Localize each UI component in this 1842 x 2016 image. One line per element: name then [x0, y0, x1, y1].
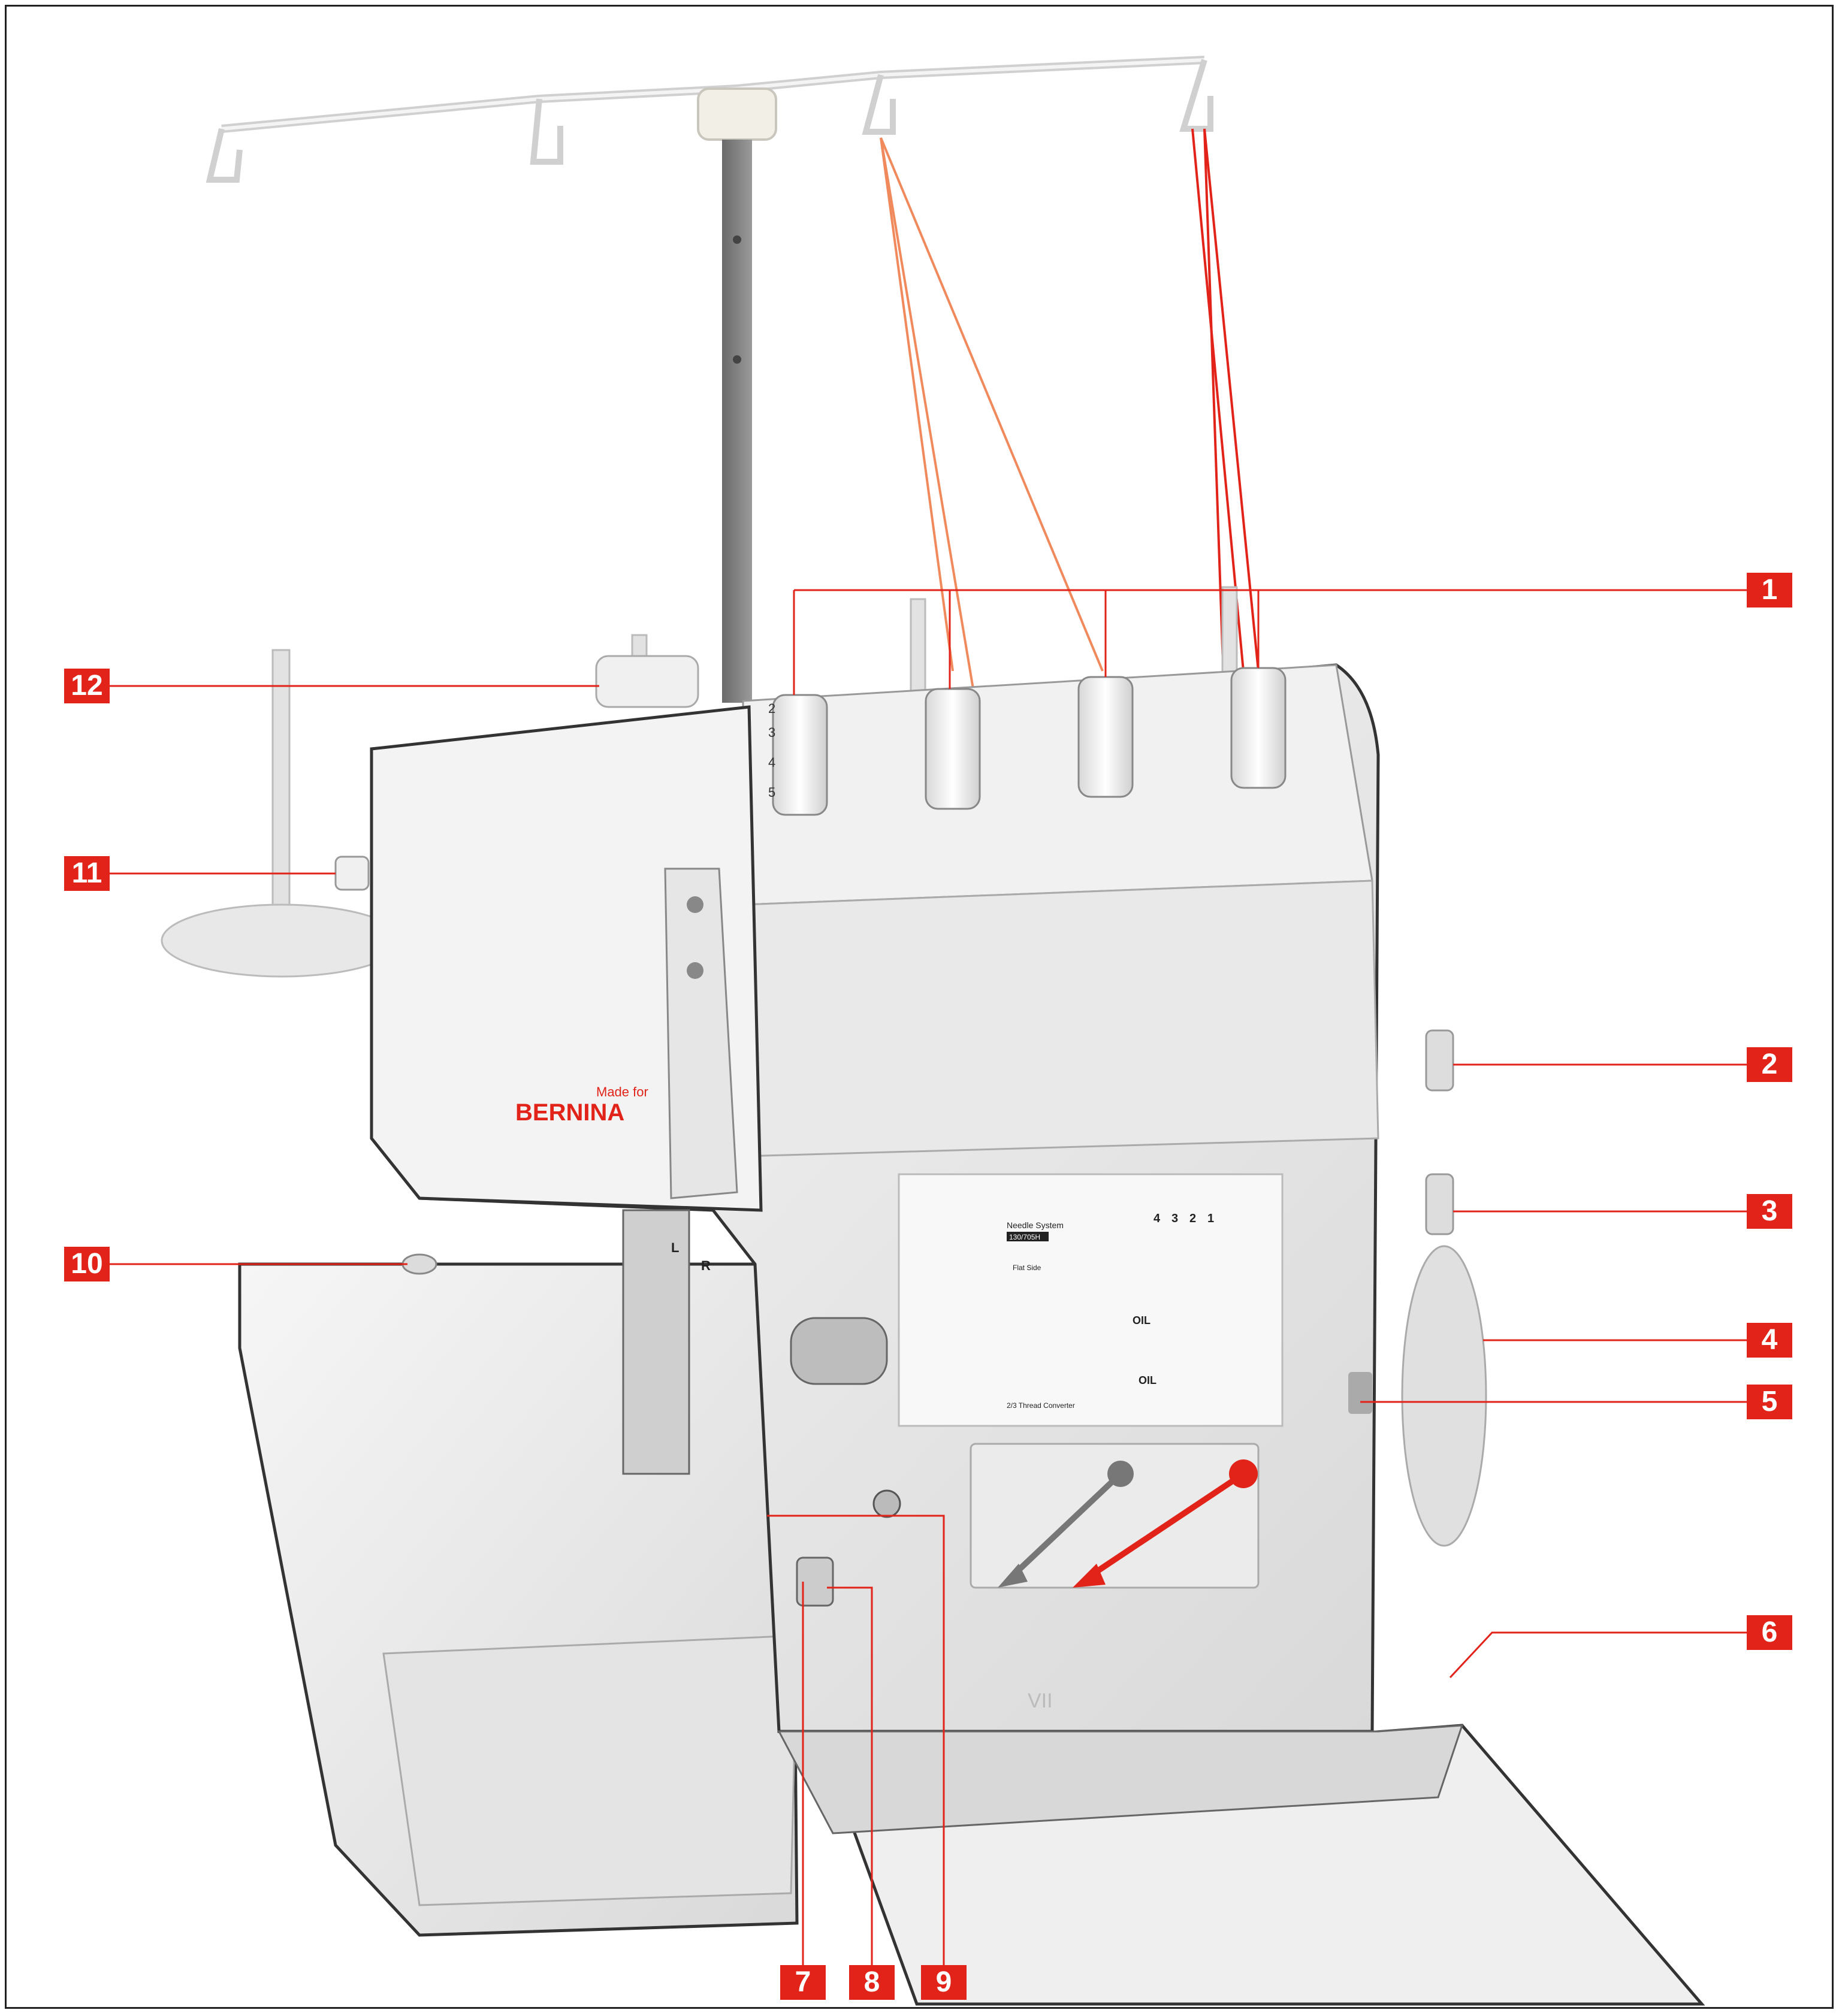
dial-scale-label: 4 — [768, 755, 775, 770]
tension-dials — [772, 667, 1287, 816]
spool-pins — [161, 586, 1238, 978]
tension-dial-3 — [1077, 676, 1134, 798]
tension-dial-1 — [772, 694, 828, 816]
callout-5: 5 — [1747, 1385, 1792, 1419]
callout-8: 8 — [849, 1965, 895, 2000]
dial-scale-label: 3 — [768, 725, 775, 740]
tension-dial-2 — [925, 688, 981, 810]
needle-position-left: L — [671, 1240, 679, 1255]
chart-thread-number: 4 — [1153, 1212, 1161, 1225]
dial-scale-label: 5 — [768, 785, 775, 800]
brand-name: BERNINA — [515, 1099, 624, 1126]
needle-position-right: R — [701, 1258, 711, 1273]
chart-needle-code: 130/705H — [1009, 1233, 1040, 1241]
callout-3: 3 — [1747, 1194, 1792, 1229]
chart-converter: 2/3 Thread Converter — [1007, 1401, 1075, 1410]
callout-9: 9 — [921, 1965, 967, 2000]
callout-4: 4 — [1747, 1323, 1792, 1358]
chart-thread-number: 2 — [1189, 1212, 1196, 1225]
leader-lines — [110, 589, 1747, 1965]
tension-dial-4 — [1230, 667, 1287, 789]
dial-scale-label: 2 — [768, 701, 775, 716]
callout-6: 6 — [1747, 1615, 1792, 1650]
brand-made-for: Made for — [596, 1084, 648, 1099]
machine-body — [238, 655, 1705, 2006]
callout-12: 12 — [64, 669, 110, 703]
figure-frame — [5, 5, 1834, 2009]
callout-7: 7 — [780, 1965, 826, 2000]
chart-oil-1: OIL — [1133, 1314, 1151, 1326]
thread-stand — [206, 56, 1213, 703]
chart-flat-side: Flat Side — [1013, 1264, 1041, 1272]
callout-11: 11 — [64, 856, 110, 891]
callout-2: 2 — [1747, 1047, 1792, 1082]
roman-mark: VII — [1028, 1689, 1053, 1712]
chart-oil-2: OIL — [1139, 1374, 1156, 1386]
chart-thread-number: 3 — [1171, 1212, 1178, 1225]
callout-1: 1 — [1747, 573, 1792, 607]
chart-thread-number: 1 — [1207, 1212, 1214, 1225]
chart-needle-system: Needle System — [1007, 1220, 1064, 1230]
callout-10: 10 — [64, 1247, 110, 1281]
